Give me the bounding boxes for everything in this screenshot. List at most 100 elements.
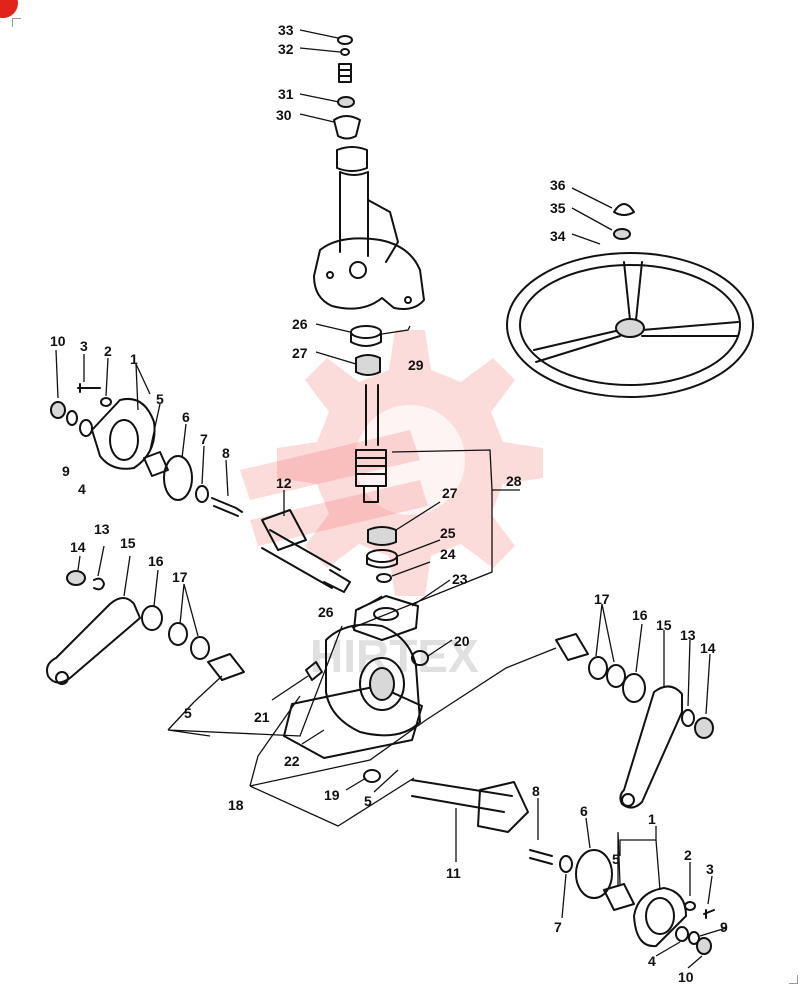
right-lockwasher-9 bbox=[688, 931, 700, 945]
left-bolt-3 bbox=[77, 383, 101, 393]
right-cover-plate bbox=[633, 887, 687, 948]
callout-25: 25 bbox=[440, 525, 456, 541]
sector-shaft-left-12 bbox=[261, 509, 351, 593]
wheel-nut bbox=[613, 228, 631, 240]
thrust-washer bbox=[376, 573, 392, 583]
callout-5-left-lower: 5 bbox=[184, 705, 192, 721]
callout-19: 19 bbox=[324, 787, 340, 803]
filler-plug-20 bbox=[411, 650, 429, 666]
callout-5-right: 5 bbox=[612, 851, 620, 867]
left-adjuster-8 bbox=[211, 497, 243, 517]
callout-31: 31 bbox=[278, 86, 294, 102]
left-washer-4 bbox=[79, 419, 93, 437]
callout-15-right: 15 bbox=[656, 617, 672, 633]
callout-1-left: 1 bbox=[130, 351, 138, 367]
right-bushing-5 bbox=[555, 633, 589, 661]
callout-9-right: 9 bbox=[720, 919, 728, 935]
callout-28: 28 bbox=[506, 473, 522, 489]
callout-35: 35 bbox=[550, 200, 566, 216]
callout-33: 33 bbox=[278, 22, 294, 38]
left-nut-10 bbox=[50, 401, 66, 419]
right-oring-6 bbox=[575, 849, 613, 899]
left-oring-6 bbox=[163, 455, 193, 501]
callout-3-left: 3 bbox=[80, 338, 88, 354]
right-washer-2 bbox=[684, 901, 696, 911]
callout-26-upper: 26 bbox=[292, 316, 308, 332]
callout-4-left: 4 bbox=[78, 481, 86, 497]
callout-14-left: 14 bbox=[70, 539, 86, 555]
right-bearings-17 bbox=[588, 656, 626, 688]
callout-24: 24 bbox=[440, 546, 456, 562]
right-washer-4 bbox=[675, 926, 689, 942]
right-nut-10 bbox=[696, 937, 712, 955]
callout-2-left: 2 bbox=[104, 343, 112, 359]
housing-top-cover-23 bbox=[353, 595, 419, 641]
left-seal-7 bbox=[195, 485, 209, 503]
callout-21: 21 bbox=[254, 709, 270, 725]
upper-bearing-cup bbox=[350, 325, 382, 347]
callout-8-left: 8 bbox=[222, 445, 230, 461]
lower-bearing-cup bbox=[366, 549, 398, 569]
callout-10-right: 10 bbox=[678, 969, 694, 985]
callout-11: 11 bbox=[446, 865, 461, 881]
callout-27-lower: 27 bbox=[442, 485, 458, 501]
steering-column-assembly bbox=[313, 35, 425, 310]
left-washer-2 bbox=[100, 397, 112, 407]
callout-36: 36 bbox=[550, 177, 566, 193]
callout-20: 20 bbox=[454, 633, 470, 649]
crop-mark-top-left bbox=[12, 18, 21, 27]
upper-bearing-cone bbox=[355, 354, 381, 376]
left-lockwasher-9 bbox=[66, 410, 78, 426]
callout-13-left: 13 bbox=[94, 521, 110, 537]
callout-17-left: 17 bbox=[172, 569, 188, 585]
right-pitman-arm-15 bbox=[619, 685, 683, 809]
right-lockwasher-13 bbox=[681, 709, 695, 727]
left-seal-16 bbox=[141, 605, 163, 631]
leader-lines bbox=[55, 29, 727, 969]
callout-7-left: 7 bbox=[200, 431, 208, 447]
callout-5-left: 5 bbox=[156, 391, 164, 407]
callout-14-right: 14 bbox=[700, 640, 716, 656]
callout-2-right: 2 bbox=[684, 847, 692, 863]
callout-5-center: 5 bbox=[364, 793, 372, 809]
callout-22: 22 bbox=[284, 753, 300, 769]
left-nut-14 bbox=[66, 570, 86, 586]
worm-shaft bbox=[355, 384, 387, 503]
callout-27-upper: 27 bbox=[292, 345, 308, 361]
callout-30: 30 bbox=[276, 107, 292, 123]
right-bolt-3 bbox=[703, 909, 715, 919]
callout-16-right: 16 bbox=[632, 607, 648, 623]
callout-12: 12 bbox=[276, 475, 292, 491]
watermark-gear-logo bbox=[240, 330, 543, 596]
callout-6-right: 6 bbox=[580, 803, 588, 819]
callout-9-left: 9 bbox=[62, 463, 70, 479]
watermark-text: HIRTEX bbox=[310, 630, 479, 682]
fitting-21 bbox=[305, 661, 323, 681]
lower-bearing-cone bbox=[367, 526, 397, 546]
callout-13-right: 13 bbox=[680, 627, 696, 643]
right-seal-16 bbox=[622, 673, 646, 703]
callout-1-right: 1 bbox=[648, 811, 656, 827]
callout-7-right: 7 bbox=[554, 919, 562, 935]
corner-badge bbox=[0, 0, 18, 18]
callout-34: 34 bbox=[550, 228, 566, 244]
callout-17-right: 17 bbox=[594, 591, 610, 607]
right-nut-14 bbox=[694, 717, 714, 739]
left-pitman-arm-15 bbox=[46, 597, 141, 685]
callout-15-left: 15 bbox=[120, 535, 136, 551]
left-bushing-lower-5 bbox=[207, 653, 245, 681]
callout-labels: 33 32 31 30 36 35 34 26 27 29 10 3 2 1 5… bbox=[50, 22, 728, 985]
callout-8-right: 8 bbox=[532, 783, 540, 799]
callout-23: 23 bbox=[452, 571, 468, 587]
right-seal-7 bbox=[559, 855, 573, 873]
callout-16-left: 16 bbox=[148, 553, 164, 569]
callout-6-left: 6 bbox=[182, 409, 190, 425]
callout-32: 32 bbox=[278, 41, 294, 57]
callout-3-right: 3 bbox=[706, 861, 714, 877]
callout-26-lower: 26 bbox=[318, 604, 334, 620]
crop-mark-bottom-right bbox=[789, 975, 798, 984]
left-bushing-5 bbox=[143, 451, 169, 477]
right-adjuster-8 bbox=[529, 849, 553, 865]
steering-wheel bbox=[506, 252, 754, 398]
